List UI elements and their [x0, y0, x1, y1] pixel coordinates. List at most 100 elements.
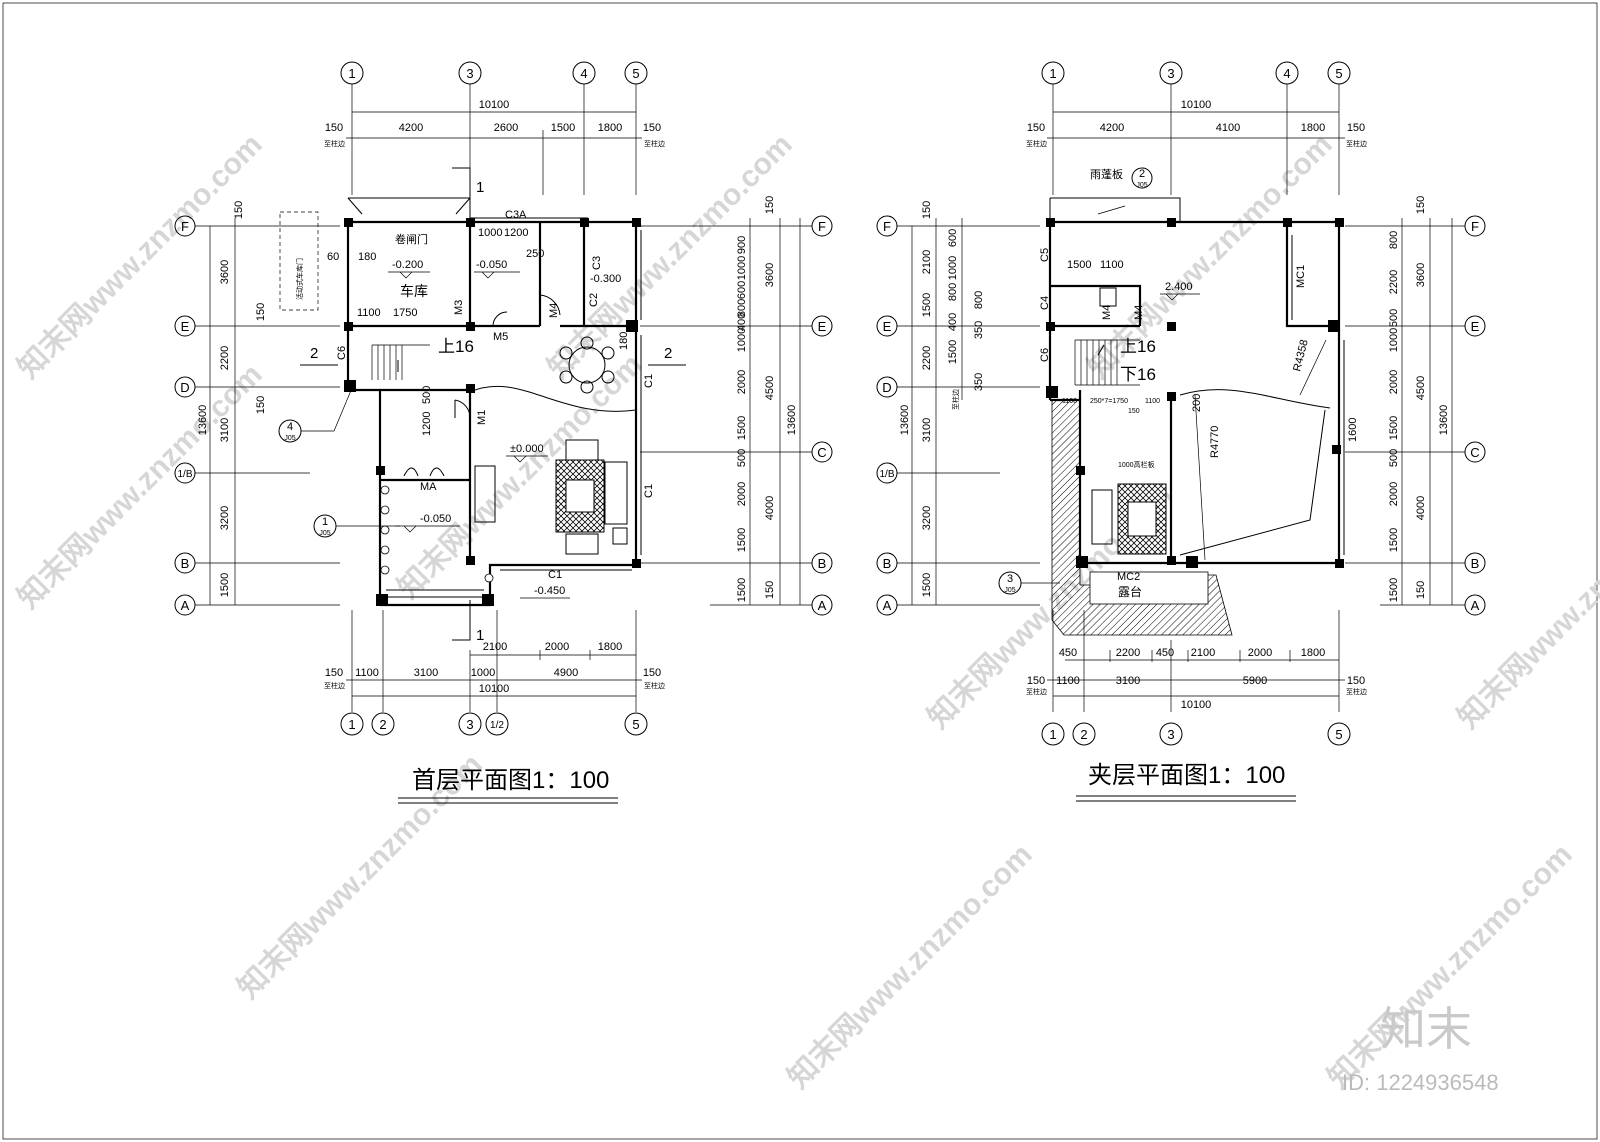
svg-text:150: 150 — [1027, 675, 1045, 687]
svg-text:B: B — [181, 556, 190, 571]
svg-text:800: 800 — [1388, 231, 1400, 249]
svg-text:2: 2 — [379, 717, 386, 732]
svg-text:150: 150 — [255, 396, 267, 414]
window-label: C3 — [591, 256, 603, 270]
svg-text:2: 2 — [1080, 727, 1087, 742]
svg-text:1000: 1000 — [471, 667, 495, 679]
svg-text:1500: 1500 — [219, 573, 231, 597]
dim-note: 至柱边 — [324, 139, 345, 148]
svg-text:J05: J05 — [1136, 182, 1147, 189]
svg-text:4200: 4200 — [1100, 122, 1124, 134]
svg-text:1500: 1500 — [736, 578, 748, 602]
dim: 4200 — [399, 122, 423, 134]
svg-text:1500: 1500 — [921, 573, 933, 597]
svg-text:2200: 2200 — [1388, 270, 1400, 294]
svg-text:2000: 2000 — [1248, 647, 1272, 659]
svg-text:3: 3 — [1007, 573, 1013, 585]
svg-text:5: 5 — [632, 717, 639, 732]
svg-text:500: 500 — [1388, 309, 1400, 327]
svg-text:2000: 2000 — [1388, 370, 1400, 394]
svg-text:1000: 1000 — [736, 328, 748, 352]
door-label: M1 — [476, 410, 488, 425]
top-axis-bubbles: 1 3 4 5 — [1041, 61, 1351, 85]
svg-text:250*7=1750: 250*7=1750 — [1090, 398, 1128, 405]
svg-text:150: 150 — [233, 201, 245, 219]
svg-text:4500: 4500 — [764, 376, 776, 400]
window-label: C4 — [1039, 296, 1051, 310]
window-label: C1 — [643, 374, 655, 388]
svg-text:2000: 2000 — [545, 641, 569, 653]
svg-text:至柱边: 至柱边 — [951, 389, 960, 410]
dim: 1800 — [598, 122, 622, 134]
dim-total-width: 10100 — [479, 99, 510, 111]
door-label: M4 — [548, 303, 560, 318]
svg-text:500: 500 — [421, 386, 433, 404]
svg-text:F: F — [181, 219, 189, 234]
svg-text:150: 150 — [1415, 581, 1427, 599]
svg-text:4: 4 — [287, 421, 293, 433]
living-furniture — [474, 439, 628, 555]
svg-text:A: A — [818, 598, 827, 613]
svg-text:500: 500 — [736, 449, 748, 467]
svg-text:1100: 1100 — [1056, 675, 1080, 687]
svg-text:J05: J05 — [1004, 587, 1015, 594]
canopy-label: 雨蓬板 — [1090, 167, 1123, 181]
svg-text:F: F — [883, 219, 891, 234]
svg-text:J05: J05 — [319, 530, 330, 537]
svg-text:1500: 1500 — [1388, 578, 1400, 602]
svg-text:1: 1 — [1049, 727, 1056, 742]
svg-text:150: 150 — [643, 667, 661, 679]
svg-text:1800: 1800 — [1301, 122, 1325, 134]
svg-text:10100: 10100 — [1181, 699, 1212, 711]
svg-text:2200: 2200 — [921, 346, 933, 370]
svg-text:150: 150 — [325, 667, 343, 679]
window-label: C1 — [643, 484, 655, 498]
svg-text:B: B — [1471, 556, 1480, 571]
porch-planters — [380, 485, 494, 583]
svg-text:B: B — [883, 556, 892, 571]
svg-text:13600: 13600 — [786, 405, 798, 436]
svg-text:F: F — [1471, 219, 1479, 234]
svg-text:400: 400 — [736, 313, 748, 331]
terrace-label: 露台 — [1118, 584, 1142, 599]
svg-text:C: C — [817, 445, 826, 460]
svg-text:4500: 4500 — [1415, 376, 1427, 400]
svg-text:F: F — [818, 219, 826, 234]
svg-text:150: 150 — [1027, 122, 1045, 134]
svg-text:10100: 10100 — [1181, 99, 1212, 111]
svg-text:1100: 1100 — [1062, 398, 1077, 405]
door-label: MC2 — [1117, 571, 1140, 583]
svg-text:180: 180 — [618, 332, 630, 350]
svg-text:至柱边: 至柱边 — [644, 681, 665, 690]
svg-text:2200: 2200 — [1116, 647, 1140, 659]
room-label: 卷闸门 — [395, 232, 428, 246]
stair-up-label: 上16 — [1120, 337, 1156, 356]
svg-text:至柱边: 至柱边 — [1346, 687, 1367, 696]
svg-text:2100: 2100 — [921, 250, 933, 274]
rail-note: 1000高栏板 — [1118, 460, 1155, 469]
axis-label: 1 — [348, 66, 355, 81]
svg-text:E: E — [1471, 319, 1480, 334]
svg-text:450: 450 — [1059, 647, 1077, 659]
bottom-axis-bubbles: 1 2 3 1/2 5 — [340, 712, 648, 736]
svg-text:1500: 1500 — [1388, 416, 1400, 440]
svg-text:1500: 1500 — [1388, 528, 1400, 552]
svg-text:1/B: 1/B — [879, 469, 894, 480]
mezzanine-floor-plan: 1 3 4 5 10100 150 4200 4100 1800 150 至柱边… — [876, 61, 1486, 802]
svg-text:4100: 4100 — [1216, 122, 1240, 134]
svg-text:1800: 1800 — [598, 641, 622, 653]
svg-text:1: 1 — [476, 627, 484, 644]
dim: 150 — [643, 122, 661, 134]
svg-text:3100: 3100 — [1116, 675, 1140, 687]
svg-text:150: 150 — [255, 303, 267, 321]
brand-logo: 知末 — [1380, 1003, 1472, 1055]
svg-text:2100: 2100 — [483, 641, 507, 653]
window-label: C3A — [505, 209, 527, 221]
svg-text:150: 150 — [1415, 196, 1427, 214]
svg-text:至柱边: 至柱边 — [1346, 139, 1367, 148]
svg-text:4000: 4000 — [1415, 496, 1427, 520]
door-label: MA — [420, 481, 437, 493]
axis-label: 4 — [580, 66, 587, 81]
svg-text:1200: 1200 — [504, 227, 528, 239]
